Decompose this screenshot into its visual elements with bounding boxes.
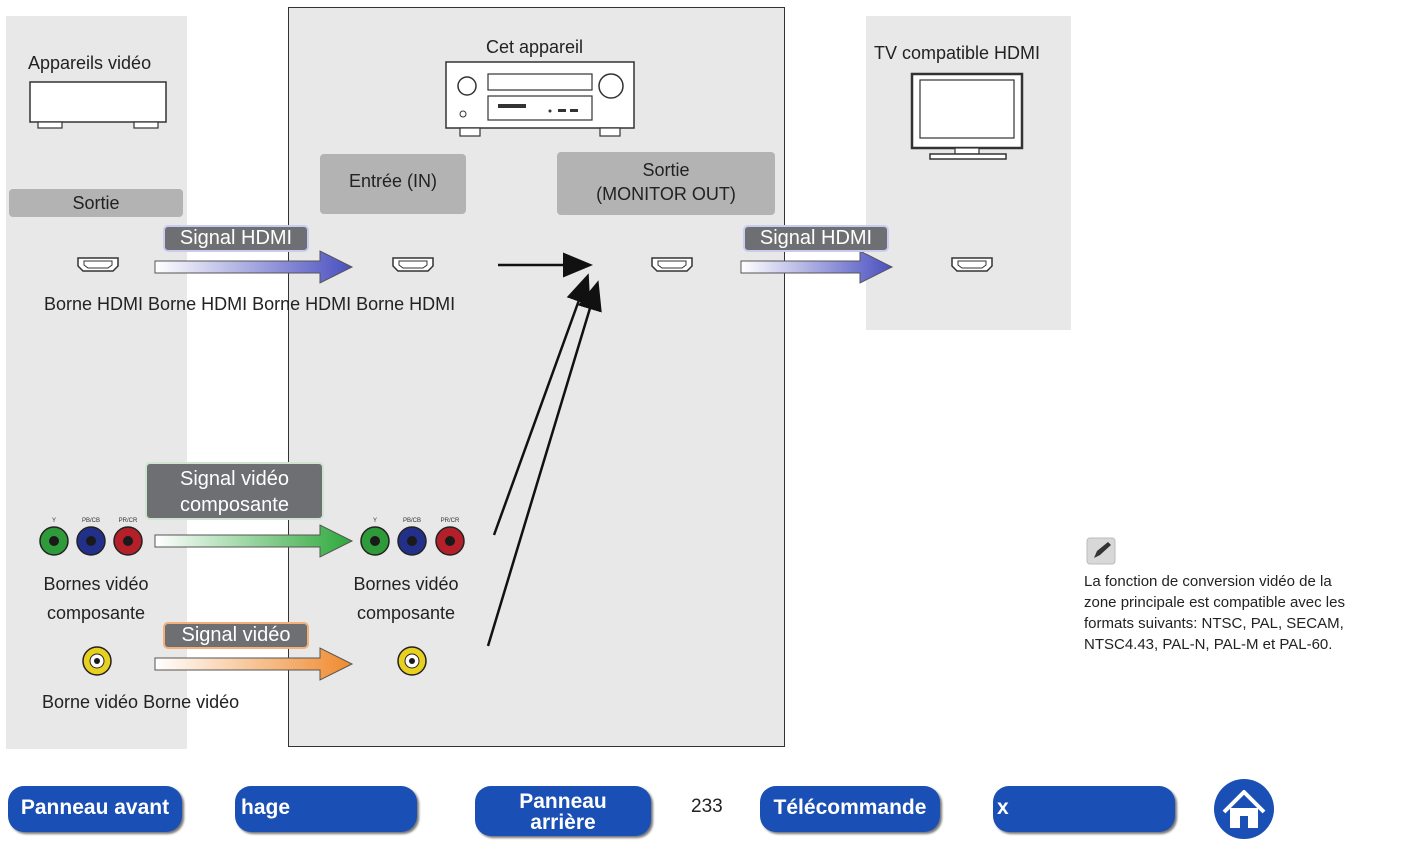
page-number: 233 [691,796,723,817]
index-button[interactable]: x [993,786,1175,832]
routing-arrow [492,273,591,536]
input-label: Entrée (IN) [320,154,466,214]
front-panel-button[interactable]: Panneau avant [8,786,182,832]
unit-component-label: Bornes vidéo composante [328,570,484,628]
source-devices-title: Appareils vidéo [28,53,152,73]
av-receiver-icon [445,61,635,137]
component-jack-labels: Y PB/CB PR/CR Y PB/CB PR/CR [52,518,460,524]
tv-icon [910,72,1024,160]
unit-hdmi-terminal-1: Borne HDMI [148,294,248,314]
unit-component-line1: Bornes vidéo [353,574,459,594]
jack-label-y: Y [52,518,56,524]
hdmi-port-icon [77,257,119,272]
video-device-icon [29,81,167,129]
component-signal-arrow [154,524,354,558]
this-unit-title: Cet appareil [486,37,584,57]
this-unit-panel [288,7,785,747]
component-signal-tag: Signal vidéo composante [145,462,324,520]
source-output-label: Sortie [9,189,183,217]
tv-title: TV compatible HDMI [874,43,1041,63]
tv-panel [866,16,1071,330]
hdmi-terminal-labels: Borne HDMI Borne HDMI Borne HDMI Borne H… [44,294,455,315]
note-line4: NTSC4.43, PAL-N, PAL-M et PAL-60. [1084,636,1333,653]
unit-hdmi-terminal-2: Borne HDMI [252,294,352,314]
video-terminal-labels: Borne vidéo Borne vidéo [42,692,239,713]
home-icon[interactable] [1214,779,1274,839]
note-line1: La fonction de conversion vidéo de la [1084,573,1332,590]
hdmi-port-icon [392,257,434,272]
tv-hdmi-terminal: Borne HDMI [356,294,456,314]
hdmi-signal-tag: Signal HDMI [163,225,309,252]
source-hdmi-terminal: Borne HDMI [44,294,144,314]
unit-component-line2: composante [356,603,456,623]
jack-label-pb: PB/CB [403,518,421,524]
pencil-icon [1086,537,1116,565]
component-signal-line2: composante [180,494,289,516]
monitor-out-line1: Sortie [642,160,690,180]
monitor-out-line2: (MONITOR OUT) [596,184,736,204]
video-signal-arrow [154,647,354,681]
source-component-line2: composante [46,603,146,623]
jack-label-y: Y [373,518,377,524]
hdmi-signal-tag: Signal HDMI [743,225,889,252]
note-line2: zone principale est compatible avec les [1084,594,1345,611]
composite-jack-source [82,646,112,676]
monitor-out-label: Sortie (MONITOR OUT) [557,152,775,215]
rear-panel-button[interactable]: Panneau arrière [475,786,651,836]
routing-arrow [486,280,602,647]
source-devices-panel [6,16,187,749]
video-signal-tag: Signal vidéo [163,622,309,649]
hdmi-port-icon [651,257,693,272]
jack-label-pb: PB/CB [82,518,100,524]
hdmi-signal-arrow [740,250,894,284]
hdmi-port-icon [951,257,993,272]
unit-video-terminal: Borne vidéo [143,692,240,712]
composite-jack-unit [397,646,427,676]
rear-panel-line2: arrière [530,811,596,834]
component-signal-line1: Signal vidéo [180,468,289,490]
source-component-label: Bornes vidéo composante [18,570,174,628]
note-line3: formats suivants: NTSC, PAL, SECAM, [1084,615,1344,632]
jack-label-pr: PR/CR [119,518,138,524]
remote-control-button[interactable]: Télécommande [760,786,940,832]
hdmi-signal-arrow [154,250,354,284]
display-button[interactable]: hage [235,786,417,832]
jack-label-pr: PR/CR [441,518,460,524]
rear-panel-line1: Panneau [519,790,607,813]
component-jacks-source [39,526,143,556]
source-video-terminal: Borne vidéo [42,692,139,712]
conversion-note: La fonction de conversion vidéo de la zo… [1084,571,1399,655]
source-component-line1: Bornes vidéo [43,574,149,594]
component-jacks-unit [360,526,465,556]
